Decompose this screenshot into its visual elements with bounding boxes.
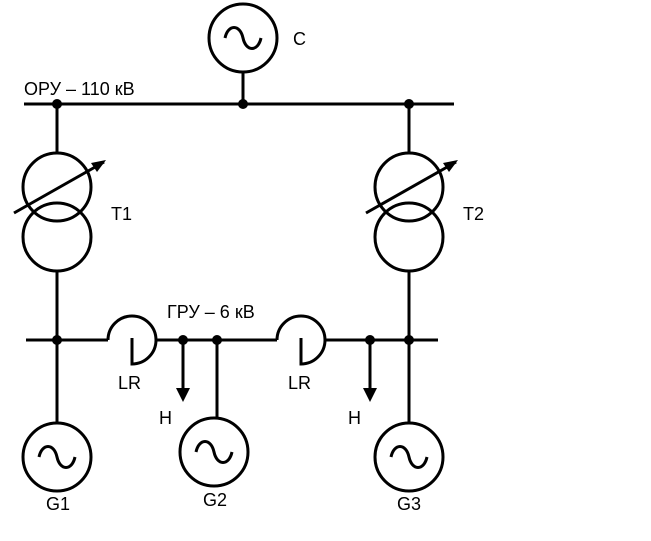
reactor-left-icon [106, 314, 158, 366]
t1-tap-arrowhead-icon [91, 160, 106, 172]
load-left [176, 340, 190, 402]
generator-g3 [373, 340, 445, 493]
load-left-label: Н [159, 408, 172, 428]
reactor-right-label: LR [288, 373, 311, 393]
system-sine-icon [223, 26, 263, 50]
transformer-t1 [13, 99, 106, 340]
t1-lower-winding-icon [21, 201, 93, 273]
t2-label: Т2 [463, 204, 484, 224]
load-left-arrow-icon [176, 388, 190, 402]
g3-label: G3 [397, 494, 421, 514]
system-source [207, 2, 279, 109]
t1-label: Т1 [111, 204, 132, 224]
g2-label: G2 [203, 490, 227, 510]
reactor-right-icon [275, 314, 327, 366]
reactor-left-label: LR [118, 373, 141, 393]
generator-g1 [21, 340, 93, 493]
t2-tap-arrowhead-icon [443, 160, 458, 172]
t1-upper-winding-icon [21, 151, 93, 223]
t2-lower-winding-icon [373, 201, 445, 273]
g2-sine-icon [194, 440, 234, 464]
low-voltage-bus-label: ГРУ – 6 кВ [167, 302, 255, 322]
g1-sine-icon [37, 445, 77, 469]
g3-sine-icon [389, 445, 429, 469]
load-right [363, 340, 377, 402]
generator-g2 [178, 340, 250, 488]
t1-tap-arrow-icon [13, 160, 105, 215]
transformer-t2 [365, 99, 458, 340]
t2-tap-arrow-icon [365, 160, 457, 215]
system-junction-dot [238, 99, 248, 109]
g3-generator-icon [373, 421, 445, 493]
high-voltage-bus-label: ОРУ – 110 кВ [24, 79, 135, 99]
g1-label: G1 [46, 494, 70, 514]
g2-generator-icon [178, 416, 250, 488]
load-right-arrow-icon [363, 388, 377, 402]
g1-generator-icon [21, 421, 93, 493]
system-label: С [293, 29, 306, 49]
t2-upper-winding-icon [373, 151, 445, 223]
load-right-label: Н [348, 408, 361, 428]
